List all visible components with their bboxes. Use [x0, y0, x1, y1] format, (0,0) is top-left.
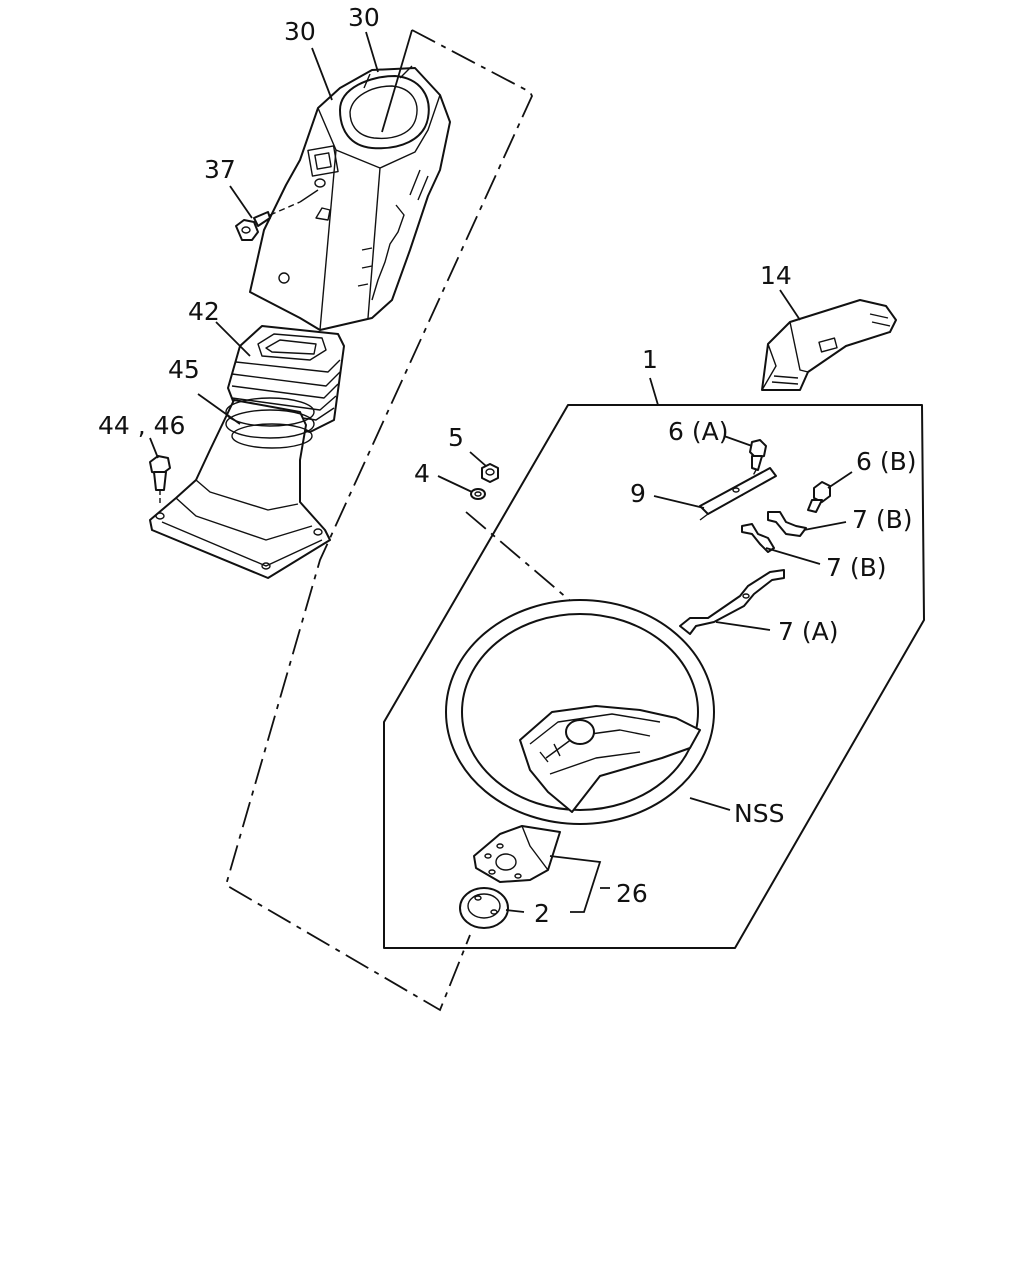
leader-42	[215, 321, 251, 357]
label-6b: 6 (B)	[856, 447, 917, 476]
leader-45	[197, 393, 241, 425]
label-1: 1	[642, 345, 658, 374]
steering-wheel-nss	[445, 599, 715, 825]
label-6a: 6 (A)	[668, 417, 728, 446]
clip-part-7b-lower	[741, 523, 775, 553]
label-5: 5	[448, 423, 464, 452]
cover-part-14	[761, 299, 897, 391]
leader-37	[229, 185, 253, 219]
leader-1	[649, 377, 659, 406]
leader-5	[469, 451, 487, 467]
leader-nss	[689, 797, 731, 811]
label-7a: 7 (A)	[778, 617, 838, 646]
leader-7b-lower	[765, 547, 821, 565]
lower-boot-part-45	[149, 397, 331, 579]
leader-26	[549, 855, 610, 913]
bracket-part-7a	[679, 569, 785, 635]
column-group-outline	[224, 29, 533, 1012]
label-30-right: 30	[348, 3, 380, 32]
leader-7a	[715, 621, 771, 631]
leader-7b-upper	[803, 521, 847, 531]
screw-part-37	[235, 189, 319, 241]
leader-30a	[311, 47, 333, 101]
leader-14	[779, 289, 801, 321]
nut-part-5	[481, 463, 499, 483]
leader-6b	[827, 471, 853, 489]
label-7b-upper: 7 (B)	[852, 505, 913, 534]
label-7b-lower: 7 (B)	[826, 553, 887, 582]
screw-part-6b	[807, 481, 831, 513]
leader-4	[437, 475, 473, 493]
boss-part-2	[459, 887, 509, 929]
leader-30b	[365, 31, 379, 73]
leader-9	[653, 495, 705, 509]
label-37: 37	[204, 155, 236, 184]
label-14: 14	[760, 261, 792, 290]
washer-part-4	[470, 488, 486, 500]
label-45: 45	[168, 355, 200, 384]
hub-part-26	[473, 825, 561, 883]
steering-wheel-group-outline	[383, 404, 925, 949]
leader-44-46	[149, 437, 159, 459]
bracket-part-9	[699, 467, 777, 521]
label-4: 4	[414, 459, 430, 488]
leader-6a	[723, 435, 753, 447]
label-30-left: 30	[284, 17, 316, 46]
label-26: 26	[616, 879, 648, 908]
clip-part-7b-upper	[767, 511, 807, 537]
bolt-part-44-46	[149, 455, 171, 505]
label-42: 42	[188, 297, 220, 326]
leader-2	[505, 909, 525, 913]
column-cover-part-30	[249, 65, 451, 331]
label-9: 9	[630, 479, 646, 508]
label-2: 2	[534, 899, 550, 928]
leader-30c	[381, 29, 413, 133]
label-nss: NSS	[734, 799, 784, 828]
label-44-46: 44 , 46	[98, 411, 185, 440]
